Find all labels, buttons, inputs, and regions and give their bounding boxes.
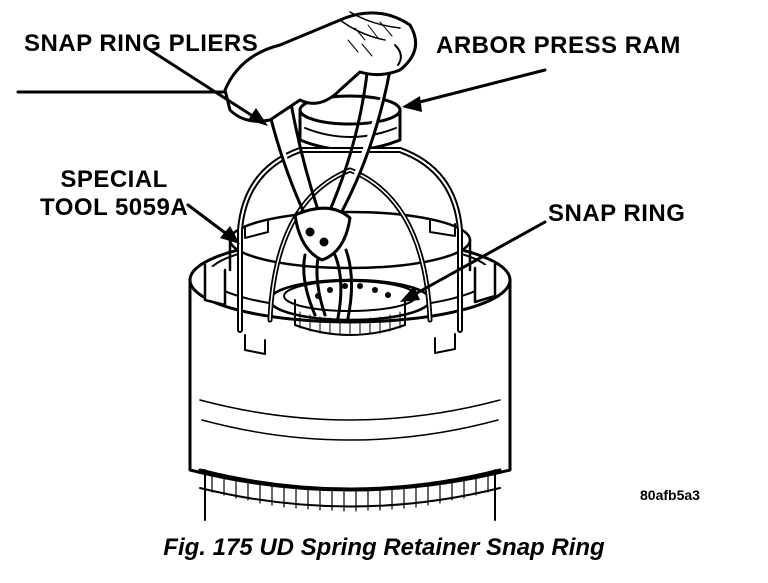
arrowhead-pliers [248, 108, 268, 126]
label-special-tool: SPECIAL TOOL 5059A [40, 166, 188, 222]
hand [223, 11, 418, 123]
label-snap-ring-pliers: SNAP RING PLIERS [24, 30, 259, 57]
arrow-pliers [148, 48, 264, 124]
leader-arrows [148, 48, 547, 300]
arrowhead-special [220, 226, 240, 244]
arrowhead-ram [402, 96, 422, 112]
label-arbor-press-ram: ARBOR PRESS RAM [436, 32, 681, 59]
label-special-tool-line1: SPECIAL [60, 166, 168, 193]
figure-caption: Fig. 175 UD Spring Retainer Snap Ring [163, 534, 605, 561]
arrowhead-ring [400, 286, 420, 302]
arrow-ring [406, 220, 547, 300]
arrow-ram [410, 68, 547, 106]
image-code: 80afb5a3 [640, 487, 700, 503]
label-special-tool-line2: TOOL 5059A [40, 194, 189, 221]
label-snap-ring: SNAP RING [548, 200, 686, 227]
drum [188, 210, 512, 521]
